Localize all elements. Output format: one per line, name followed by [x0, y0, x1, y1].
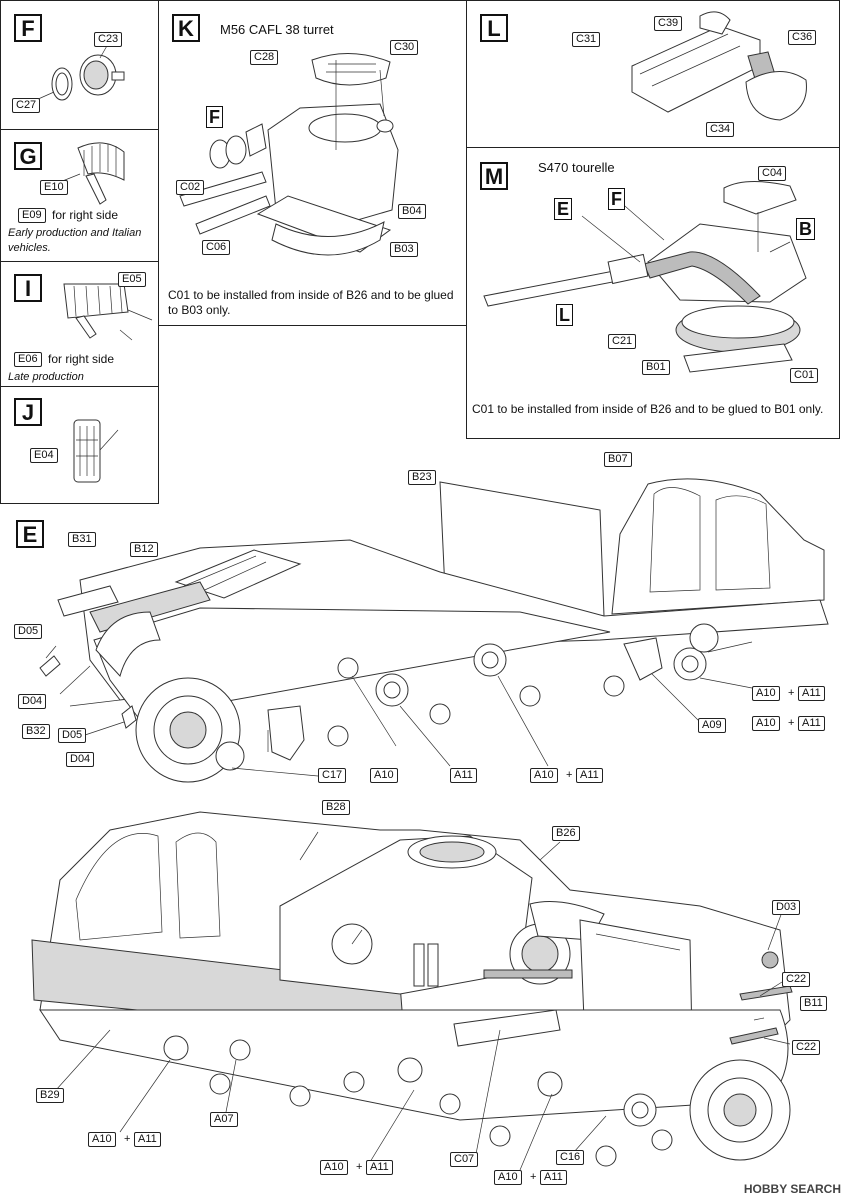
guard-part-e10: [77, 142, 125, 205]
note-production-g: Early production and Italian vehicles.: [8, 227, 142, 254]
step-marker-g: G: [14, 142, 42, 170]
panel-m-note: C01 to be installed from inside of B26 a…: [472, 402, 824, 416]
note-right-side-i: for right side: [48, 352, 115, 366]
part-label-c01: C01: [790, 368, 819, 383]
plus-sign-l1: +: [124, 1133, 131, 1145]
part-label-a11-u4: A11: [798, 716, 825, 731]
step-marker-k: K: [172, 14, 200, 42]
part-label-b32: B32: [22, 724, 50, 739]
part-label-a11-u2: A11: [576, 768, 603, 783]
plus-sign-u2: +: [566, 769, 573, 781]
ref-marker-f-m: F: [608, 188, 625, 210]
step-marker-m: M: [480, 162, 508, 190]
plus-sign-l3: +: [530, 1171, 537, 1183]
part-label-a11-u1: A11: [450, 768, 477, 783]
part-label-b03: B03: [390, 242, 418, 257]
panel-k-note: C01 to be installed from inside of B26 a…: [168, 288, 454, 317]
part-label-a10-l2: A10: [320, 1160, 348, 1175]
part-label-c28: C28: [250, 50, 279, 65]
part-label-a10-l1: A10: [88, 1132, 116, 1147]
part-label-b04: B04: [398, 204, 426, 219]
part-label-a11-l2: A11: [366, 1160, 393, 1175]
part-label-c34: C34: [706, 122, 735, 137]
part-label-c31: C31: [572, 32, 601, 47]
part-label-b26: B26: [552, 826, 580, 841]
periscope-assembly: [631, 11, 807, 121]
part-label-c22-2: C22: [792, 1040, 821, 1055]
part-label-a11-l3: A11: [540, 1170, 567, 1185]
part-label-b29: B29: [36, 1088, 64, 1103]
part-label-c02: C02: [176, 180, 205, 195]
part-label-a10-u1: A10: [370, 768, 398, 783]
note-right-side-g: for right side: [52, 208, 119, 222]
part-label-c36: C36: [788, 30, 817, 45]
part-label-e06: E06: [14, 352, 42, 367]
part-label-b11: B11: [800, 996, 827, 1011]
step-marker-e: E: [16, 520, 44, 548]
part-label-e09: E09: [18, 208, 46, 223]
plus-sign-u4: +: [788, 717, 795, 729]
part-label-a10-u4: A10: [752, 716, 780, 731]
panel-m-title: S470 tourelle: [538, 160, 615, 175]
watermark: HOBBY SEARCH: [743, 1182, 841, 1196]
guard-part-e05: [63, 283, 153, 341]
part-label-c21: C21: [608, 334, 637, 349]
note-production-i: Late production: [8, 371, 84, 383]
plus-sign-l2: +: [356, 1161, 363, 1173]
step-marker-i: I: [14, 274, 42, 302]
part-label-a07: A07: [210, 1112, 238, 1127]
part-label-b23: B23: [408, 470, 436, 485]
part-label-b12: B12: [130, 542, 158, 557]
turret-s470: [483, 180, 807, 373]
part-label-c27: C27: [12, 98, 41, 113]
part-label-c04: C04: [758, 166, 787, 181]
part-label-d03: D03: [772, 900, 801, 915]
part-label-d05-upper-1: D05: [14, 624, 43, 639]
headlight-ring-c27: [51, 67, 73, 101]
headlight-part-c23: [79, 54, 125, 96]
road-wheels-upper: [215, 623, 753, 771]
part-label-d04-upper-2: D04: [66, 752, 95, 767]
part-label-c17: C17: [318, 768, 347, 783]
part-label-d04-upper-1: D04: [18, 694, 47, 709]
ref-marker-e: E: [554, 198, 573, 220]
ref-marker-b: B: [796, 218, 815, 240]
hull-upper-assembly: [39, 478, 829, 783]
part-label-e05: E05: [118, 272, 146, 287]
part-label-b01: B01: [642, 360, 670, 375]
part-label-c07: C07: [450, 1152, 479, 1167]
step-marker-l: L: [480, 14, 508, 42]
ref-marker-f: F: [206, 106, 223, 128]
part-label-c39: C39: [654, 16, 683, 31]
part-label-a10-l3: A10: [494, 1170, 522, 1185]
part-label-b31: B31: [68, 532, 96, 547]
panel-k-title: M56 CAFL 38 turret: [220, 22, 334, 37]
part-label-a09: A09: [698, 718, 726, 733]
part-label-c16: C16: [556, 1150, 585, 1165]
part-label-c30: C30: [390, 40, 419, 55]
part-label-e04: E04: [30, 448, 58, 463]
turret-m56: [179, 53, 399, 256]
part-label-c06: C06: [202, 240, 231, 255]
part-label-e10: E10: [40, 180, 68, 195]
part-label-b28: B28: [322, 800, 350, 815]
step-marker-j: J: [14, 398, 42, 426]
ref-marker-l: L: [556, 304, 573, 326]
part-label-a11-u3: A11: [798, 686, 825, 701]
plus-sign-u3: +: [788, 687, 795, 699]
part-label-d05-upper-2: D05: [58, 728, 87, 743]
part-label-a11-l1: A11: [134, 1132, 161, 1147]
hatch-part-e04: [73, 419, 119, 483]
step-marker-f: F: [14, 14, 42, 42]
road-wheels-lower: [163, 1035, 673, 1167]
part-label-b07: B07: [604, 452, 632, 467]
part-label-a10-u3: A10: [752, 686, 780, 701]
part-label-c22-1: C22: [782, 972, 811, 987]
part-label-c23: C23: [94, 32, 123, 47]
part-label-a10-u2: A10: [530, 768, 558, 783]
hull-lower-assembly: [31, 811, 793, 1161]
